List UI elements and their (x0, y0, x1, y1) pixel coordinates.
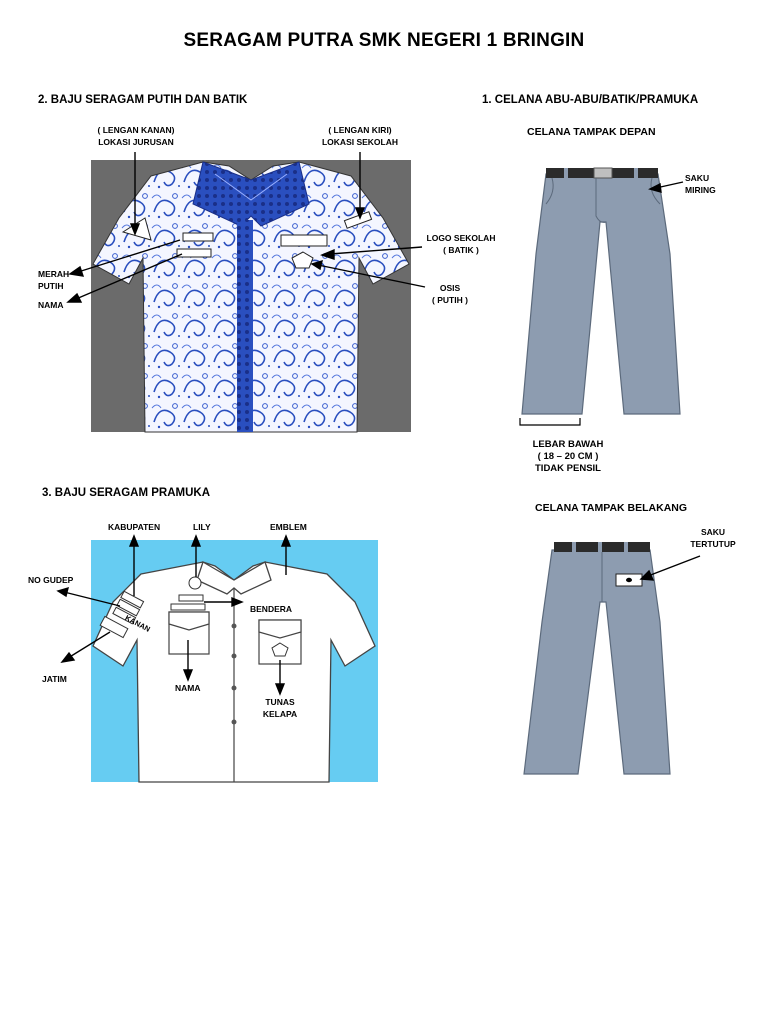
label-nama-pramuka: NAMA (175, 683, 201, 693)
celana-back-title: CELANA TAMPAK BELAKANG (535, 502, 688, 514)
label-kabupaten: KABUPATEN (108, 522, 161, 532)
page-title: SERAGAM PUTRA SMK NEGERI 1 BRINGIN (183, 30, 585, 51)
pants-front-illustration (521, 167, 681, 415)
batik-shirt-illustration (91, 160, 411, 433)
label-tunas-kelapa: TUNAS KELAPA (262, 697, 298, 719)
label-emblem: EMBLEM (270, 522, 307, 532)
label-nama-batik: NAMA (38, 300, 64, 310)
section-celana-heading: 1. CELANA ABU-ABU/BATIK/PRAMUKA (482, 94, 699, 106)
label-merah-putih: MERAH PUTIH (38, 269, 70, 291)
pants-back-illustration (523, 542, 671, 775)
section-batik-heading: 2. BAJU SERAGAM PUTIH DAN BATIK (38, 94, 248, 106)
section-pramuka-heading: 3. BAJU SERAGAM PRAMUKA (42, 487, 211, 499)
label-bendera: BENDERA (250, 604, 293, 614)
label-lengan-kiri: ( LENGAN KIRI) LOKASI SEKOLAH (321, 125, 399, 147)
label-lebar-bawah: LEBAR BAWAH ( 18 – 20 CM ) TIDAK PENSIL (532, 439, 604, 474)
label-lengan-kanan: ( LENGAN KANAN) LOKASI JURUSAN (97, 125, 175, 147)
label-saku-miring: SAKU MIRING (685, 173, 716, 195)
label-osis: OSIS ( PUTIH ) (432, 283, 468, 305)
label-jatim: JATIM (42, 674, 67, 684)
label-logo-sekolah: LOGO SEKOLAH ( BATIK ) (426, 233, 496, 255)
label-lily: LILY (193, 522, 211, 532)
label-no-gudep: NO GUDEP (28, 575, 74, 585)
pramuka-shirt-illustration (91, 540, 378, 783)
label-saku-tertutup: SAKU TERTUTUP (690, 527, 736, 549)
celana-front-title: CELANA TAMPAK DEPAN (527, 126, 656, 138)
